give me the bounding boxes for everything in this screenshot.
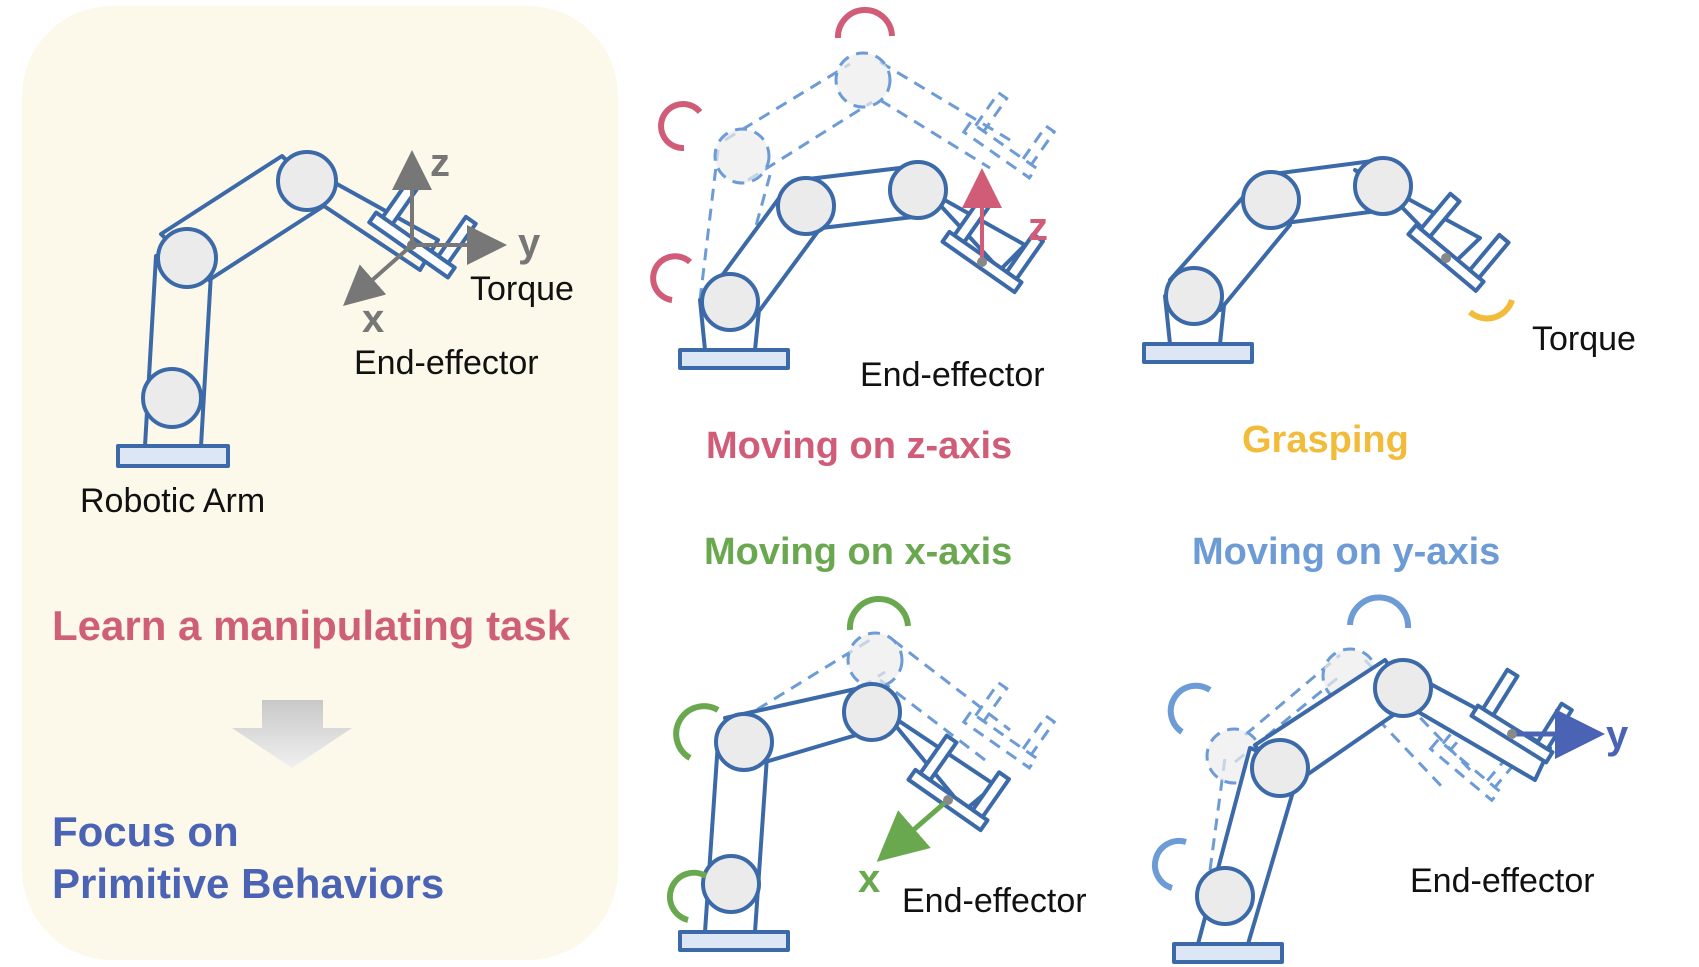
down-arrow [232,700,352,768]
x-axis-end-effector-label: End-effector [902,882,1087,920]
grasping-arm [1142,156,1511,364]
axis-label-z: z [430,141,450,185]
focus-line-2: Primitive Behaviors [52,860,444,907]
x-axis-arm [678,682,1011,952]
robotic-arm-label: Robotic Arm [80,482,265,520]
arm-joint-2 [156,227,218,289]
y-axis-arm [1172,658,1574,964]
grasping-title: Grasping [1242,419,1409,461]
z-axis-rotation-arrows [650,7,895,303]
x-axis-title: Moving on x-axis [704,531,1012,573]
focus-line-1: Focus on [52,808,239,855]
x-axis-effector-point [943,795,953,805]
z-axis-arm [678,160,1045,370]
y-axis-letter: y [1606,713,1629,757]
axis-label-y: y [518,221,541,265]
main-robotic-arm [116,150,478,468]
axis-label-x: x [362,297,384,341]
x-axis-letter: x [858,857,880,901]
y-axis-title: Moving on y-axis [1192,531,1500,573]
arm-base [116,444,230,468]
grasping-effector-point [1441,253,1451,263]
end-effector-label: End-effector [354,344,539,382]
end-effector-axes [343,150,507,306]
task-heading: Learn a manipulating task [52,602,571,649]
z-axis-effector-point [977,257,987,267]
z-axis-end-effector-label: End-effector [860,356,1045,394]
z-axis-ghost-arm [698,51,1057,303]
y-axis-end-effector-label: End-effector [1410,862,1595,900]
grasping-torque-label: Torque [1532,320,1636,358]
x-axis-arrow [876,798,950,862]
y-axis-rotation-arrows [1151,594,1412,891]
grasping-torque-arrow [1468,298,1515,322]
torque-label: Torque [470,270,574,308]
z-axis-title: Moving on z-axis [706,425,1012,467]
arm-joint-3 [276,150,338,212]
x-axis-rotation-arrows [666,595,911,923]
y-axis-effector-point [1507,729,1517,739]
arm-joint-1 [141,367,203,429]
z-axis-letter: z [1028,205,1048,249]
